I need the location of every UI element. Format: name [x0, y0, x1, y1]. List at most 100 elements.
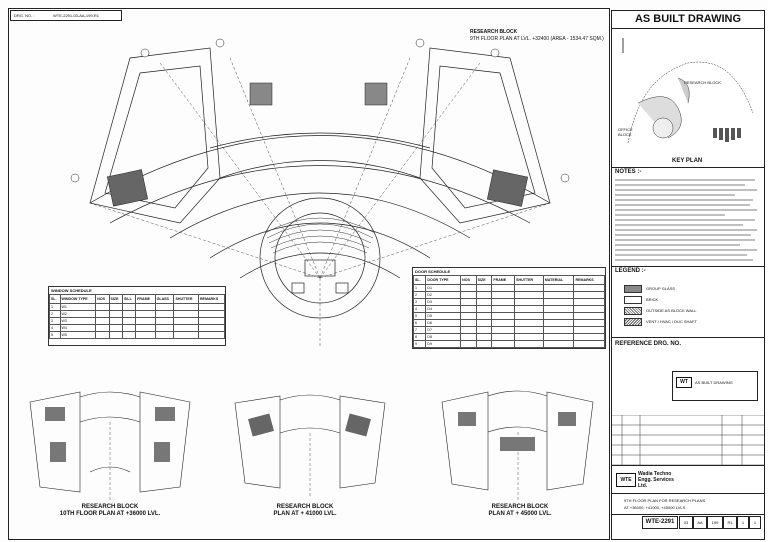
legend-swatch-wall: [624, 307, 642, 315]
cell: D6: [425, 319, 462, 327]
cell: 4: [49, 324, 61, 332]
header-cell: SHUTTER: [514, 275, 544, 285]
header-cell: SL.: [412, 275, 427, 285]
cell: D3: [425, 298, 462, 306]
header-cell: MATERIAL: [542, 275, 575, 285]
drg-part: 199: [707, 516, 723, 529]
notes-title: NOTES :-: [615, 169, 642, 175]
sub-plan-title-line1: RESEARCH BLOCK: [276, 504, 334, 510]
cell: 9: [412, 340, 427, 348]
header-cell: SL.: [49, 294, 61, 304]
sub-plan-title-3: RESEARCH BLOCK PLAN AT + 45000 LVL.: [455, 504, 585, 518]
header-cell: GLASS: [154, 294, 175, 304]
reference-title: REFERENCE DRG. NO.: [615, 341, 682, 347]
title-panel: AS BUILT DRAWING RESEARCH BLOCK OFFICE B…: [611, 10, 765, 540]
header-cell: NOS: [95, 294, 110, 304]
window-schedule-header-row: SL. WINDOW TYPE NOS SIZE SILL FRAME GLAS…: [49, 294, 226, 304]
as-built-stamp: WT AS BUILT DRAWING: [672, 371, 758, 401]
cell: 1: [412, 284, 427, 292]
drawing-number-code: WTE-2291: [642, 516, 678, 529]
legend-label: BRICK: [646, 297, 659, 302]
sub-plan-title-line1: RESEARCH BLOCK: [491, 504, 549, 510]
title-description-line1: 9TH FLOOR PLAN FOR RESEARCH PLANS: [624, 498, 706, 503]
cell: 7: [412, 326, 427, 334]
cell: 3: [412, 298, 427, 306]
header-cell: WINDOW TYPE: [59, 294, 97, 304]
notes-text-block: [615, 179, 757, 261]
sub-plan-title-line2: PLAN AT + 41000 LVL.: [273, 511, 337, 517]
company-main-logo-icon: WTE: [616, 473, 636, 487]
legend-label: OUTSIDE AS BLOCK WALL: [646, 308, 697, 313]
cell: 2: [49, 310, 61, 318]
header-cell: SHUTTER: [173, 294, 199, 304]
door-schedule-grid: SL. DOOR TYPE NOS SIZE FRAME SHUTTER MAT…: [412, 275, 605, 348]
cell: W4: [59, 324, 97, 332]
sub-plan-45000: [441, 390, 594, 500]
cell: 5: [412, 312, 427, 320]
main-plan-subtitle: 9TH FLOOR PLAN AT LVL. +32400 (AREA - 15…: [470, 36, 604, 42]
cell: 6: [412, 319, 427, 327]
header-cell: FRAME: [491, 275, 516, 285]
legend-swatch-shaft: [624, 318, 642, 326]
drg-label: DRG. NO. :: [14, 13, 35, 18]
drg-part: 03: [679, 516, 693, 529]
legend-label: VENT / HVAC / DUC SHAFT: [646, 319, 697, 324]
main-drawing-frame: [8, 8, 610, 540]
drg-part: AA: [693, 516, 707, 529]
sub-plan-10th-floor: [29, 391, 191, 500]
door-schedule-title: DOOR SCHEDULE: [415, 269, 451, 274]
cell: 8: [412, 333, 427, 341]
header-cell: NOS: [460, 275, 477, 285]
stamp-text: AS BUILT DRAWING: [695, 380, 733, 385]
cell: D8: [425, 333, 462, 341]
cell: D5: [425, 312, 462, 320]
sub-plan-41000: [234, 394, 386, 498]
panel-title: AS BUILT DRAWING: [634, 13, 742, 25]
cell: D7: [425, 326, 462, 334]
header-cell: REMARKS: [573, 275, 605, 285]
research-block-label: RESEARCH BLOCK: [684, 80, 721, 85]
cell: W5: [59, 331, 97, 339]
sub-plan-title-line1: RESEARCH BLOCK: [81, 504, 139, 510]
legend-label: GROUP GLASS: [646, 286, 676, 291]
drg-number: WTE-2291-03-AA-199-R1: [53, 13, 100, 18]
key-plan-map: [622, 38, 754, 144]
header-cell: SILL: [121, 294, 137, 304]
drawing-number-row: WTE-2291 03 AA 199 R1 1 1: [612, 516, 764, 530]
door-schedule-table: DOOR SCHEDULE SL. DOOR TYPE NOS SIZE FRA…: [412, 267, 606, 349]
cell: 2: [412, 291, 427, 299]
sub-plan-title-2: RESEARCH BLOCK PLAN AT + 41000 LVL.: [240, 504, 370, 518]
drg-number-box: DRG. NO. : WTE-2291-03-AA-199-R1: [10, 10, 122, 21]
header-cell: REMARKS: [197, 294, 226, 304]
office-block-label: OFFICE BLOCK: [618, 127, 633, 137]
cell: 4: [412, 305, 427, 313]
legend-swatch-brick: [624, 296, 642, 304]
cell: 1: [49, 303, 61, 311]
cell: 5: [49, 331, 61, 339]
cell: W2: [59, 310, 97, 318]
drg-part: R1: [723, 516, 737, 529]
cell: D4: [425, 305, 462, 313]
company-logo-icon: WT: [676, 377, 692, 388]
header-cell: SIZE: [475, 275, 493, 285]
cell: W3: [59, 317, 97, 325]
window-schedule-table: WINDOW SCHEDULE SL. WINDOW TYPE NOS SIZE…: [48, 286, 226, 346]
sub-plan-title-line2: 10TH FLOOR PLAN AT +36000 LVL.: [59, 511, 161, 517]
sub-plan-title-1: RESEARCH BLOCK 10TH FLOOR PLAN AT +36000…: [40, 504, 180, 518]
header-cell: FRAME: [135, 294, 156, 304]
cell: D1: [425, 284, 462, 292]
legend-swatch-glass: [624, 285, 642, 293]
drg-part: 1: [737, 516, 749, 529]
